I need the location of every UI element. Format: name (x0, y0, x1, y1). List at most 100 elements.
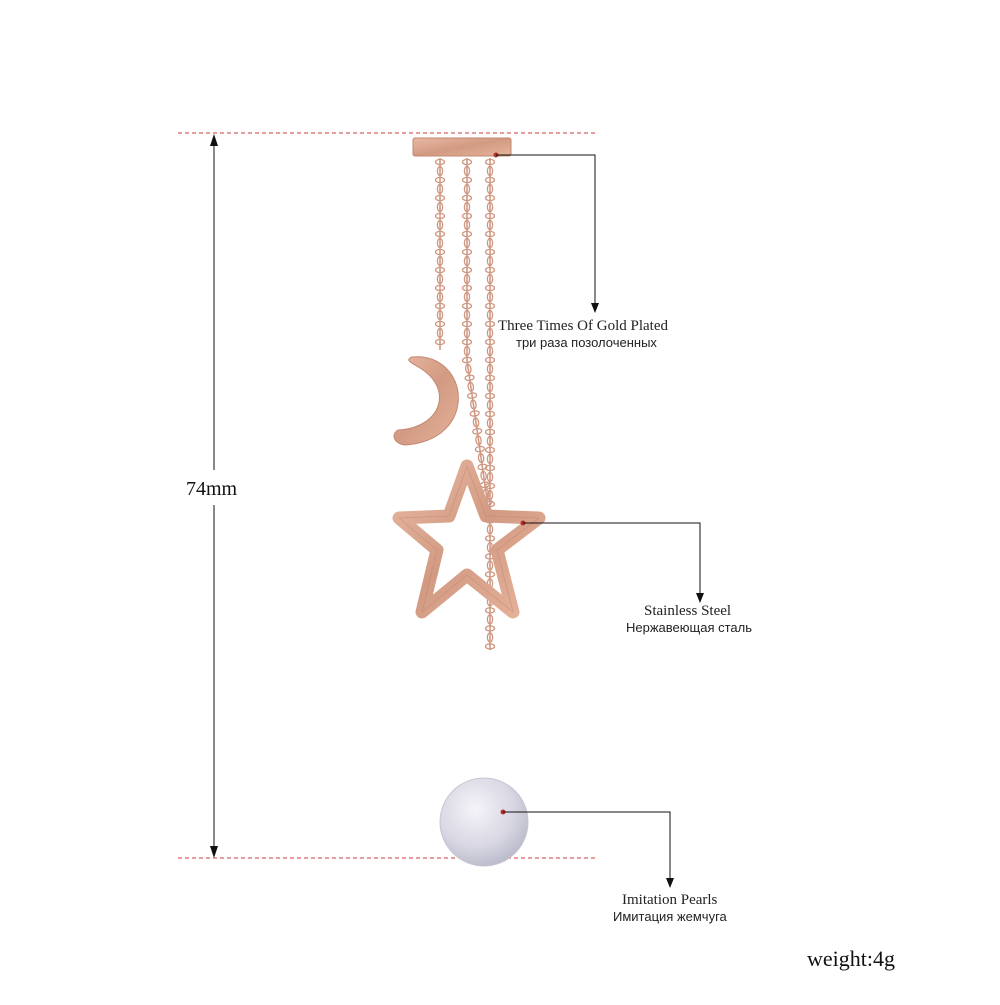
chain-link (464, 363, 472, 375)
chain-link (475, 435, 482, 446)
chain-link (486, 309, 494, 321)
chain-link (436, 327, 444, 339)
chain-link (463, 201, 471, 213)
chain-link (486, 183, 494, 195)
chain-link (434, 158, 446, 166)
chain-link (474, 445, 485, 453)
chain-link (484, 338, 496, 346)
chain-link (486, 345, 494, 357)
chain-link (463, 237, 471, 249)
chain-link (472, 417, 480, 428)
chain-link (436, 237, 444, 249)
chain-link (434, 212, 446, 220)
chain-link (484, 356, 496, 364)
height-dimension-label: 74mm (186, 478, 238, 500)
chain-link (484, 212, 496, 220)
chain-link (464, 374, 475, 382)
chain-link (486, 291, 494, 303)
chain-link (484, 535, 496, 542)
chain-link (477, 452, 485, 464)
chain-link (486, 363, 494, 375)
chain-link (434, 194, 446, 202)
chain-link (436, 165, 444, 177)
chain-link (461, 176, 473, 184)
chain-link (467, 381, 475, 392)
chain-link (461, 266, 473, 274)
chain-link (486, 417, 494, 429)
callout-steel-en: Stainless Steel (644, 603, 732, 619)
chain-link (436, 273, 444, 285)
star-charm (392, 459, 546, 619)
chain-link (461, 284, 473, 292)
callout-pearls-en: Imitation Pearls (622, 892, 718, 908)
chain-links (434, 158, 496, 650)
chain-link (486, 489, 494, 501)
chain-link (486, 327, 494, 339)
chain-link (472, 427, 483, 435)
chain-link (486, 614, 494, 625)
chain-link (484, 607, 496, 614)
chain-link (461, 356, 473, 364)
chain-link (486, 165, 494, 177)
chain-link (484, 266, 496, 274)
callout-pearls-ru: Имитация жемчуга (613, 909, 727, 924)
chain-link (484, 625, 496, 632)
chain-link (436, 255, 444, 267)
chain-link (486, 524, 494, 535)
chain-link (436, 309, 444, 321)
chain-link (486, 471, 494, 483)
chain-link (486, 273, 494, 285)
chain-link (484, 320, 496, 328)
chain-link (461, 338, 473, 346)
chain-link (486, 381, 494, 393)
dimension-arrow (210, 134, 218, 858)
chain-link (461, 212, 473, 220)
chain-link (486, 560, 494, 571)
chain-link (434, 284, 446, 292)
chain-link (436, 291, 444, 303)
chain-link (469, 410, 480, 417)
chain-link (466, 392, 478, 399)
chain-link (484, 643, 496, 650)
chain-link (463, 165, 471, 177)
chain-link (461, 158, 473, 166)
chain-link (436, 183, 444, 195)
chain-link (434, 248, 446, 256)
chain-link (484, 374, 496, 382)
chain-link (484, 158, 496, 166)
chain-link (484, 392, 496, 400)
chain-link (484, 482, 496, 490)
chain-link (484, 302, 496, 310)
chain-link (484, 571, 496, 578)
chain-link (486, 632, 494, 643)
chain-link (461, 320, 473, 328)
chain-link (484, 446, 496, 454)
chain-link (484, 464, 496, 472)
chain-link (484, 176, 496, 184)
chain-link (486, 255, 494, 267)
chain-link (434, 266, 446, 274)
chain-link (486, 237, 494, 249)
callout-leaders (493, 152, 704, 888)
chain-link (486, 435, 494, 447)
chain-link (484, 230, 496, 238)
chain-link (484, 248, 496, 256)
moon-charm (393, 356, 459, 446)
chain-link (486, 201, 494, 213)
top-bar (412, 137, 512, 157)
chain-link (463, 291, 471, 303)
chain-link (434, 302, 446, 310)
chain-link (486, 219, 494, 231)
chain-link (463, 219, 471, 231)
chain-link (434, 320, 446, 328)
chain-link (470, 399, 477, 410)
chain-link (434, 338, 446, 346)
chain-link (461, 248, 473, 256)
callout-gold-plated-ru: три раза позолоченных (516, 335, 657, 350)
chain-link (436, 219, 444, 231)
chain-link (486, 399, 494, 411)
chain-link (463, 273, 471, 285)
callout-steel-ru: Нержавеющая сталь (626, 620, 752, 635)
